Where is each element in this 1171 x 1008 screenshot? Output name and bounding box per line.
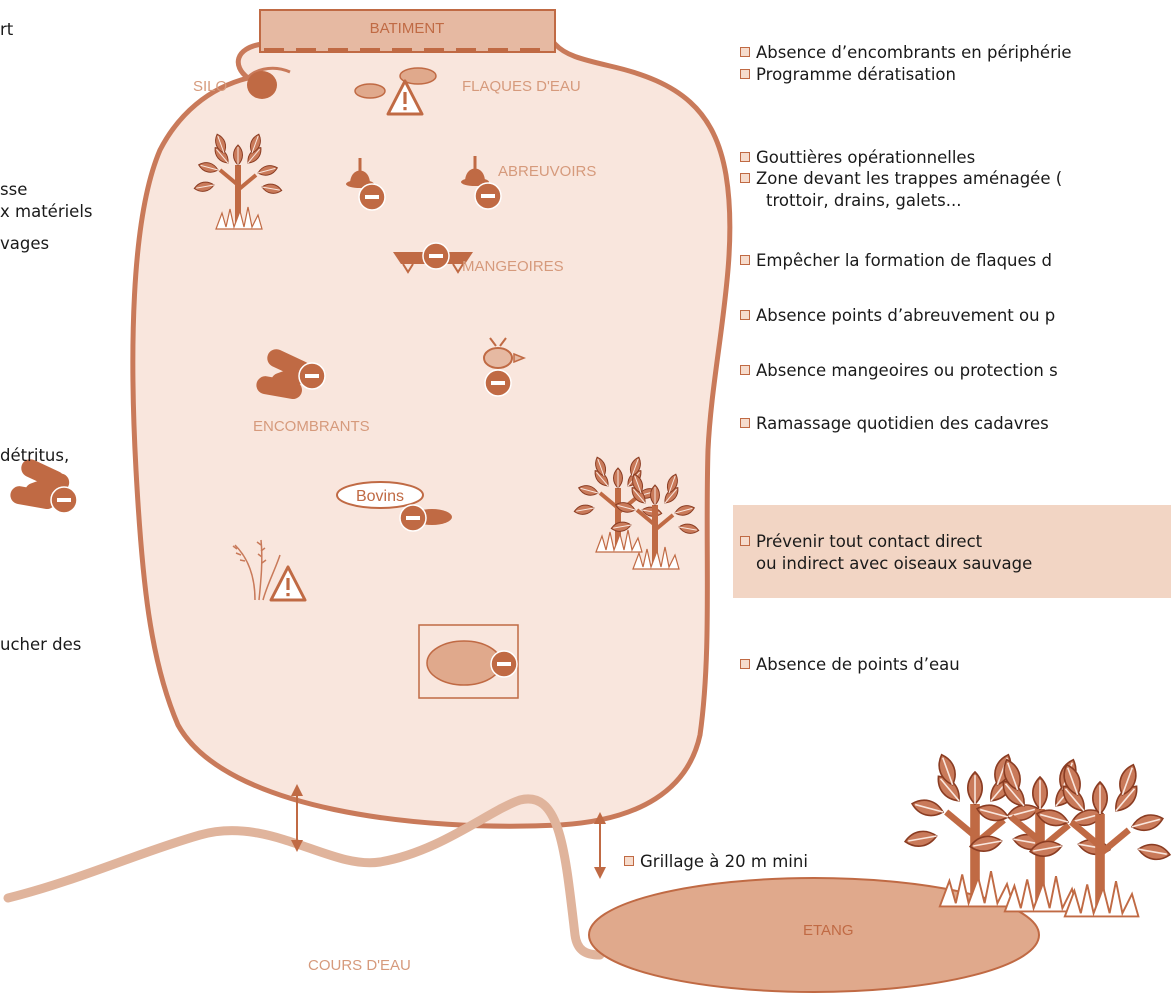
checklist-item: Gouttières opérationnelles: [740, 147, 975, 168]
checklist-item: Absence points d’abreuvement ou p: [740, 305, 1055, 326]
checklist-item: Ramassage quotidien des cadavres: [740, 413, 1049, 434]
insect-icon: [483, 337, 527, 369]
checklist-text: Absence points d’abreuvement ou p: [756, 306, 1056, 325]
checkbox-icon: [740, 365, 750, 375]
left-fragment: ucher des: [0, 635, 82, 654]
highlight-box: [733, 505, 1171, 598]
checkbox-icon: [740, 659, 750, 669]
clutter-label: ENCOMBRANTS: [253, 418, 370, 435]
checkbox-icon: [740, 310, 750, 320]
checkbox-icon: [740, 152, 750, 162]
building: [259, 9, 556, 53]
arrow-head-up: [291, 784, 303, 796]
left-fragment: vages: [0, 234, 50, 253]
building-label: BATIMENT: [370, 20, 445, 37]
left-fragment: sse: [0, 180, 28, 199]
stream-label: COURS D'EAU: [308, 957, 411, 974]
arrow-head-down-2: [594, 867, 606, 879]
arrow-head-up-2: [594, 812, 606, 824]
checkbox-icon: [624, 856, 634, 866]
feeders-label: MANGEOIRES: [462, 258, 564, 275]
forbidden-icon-3: [422, 242, 450, 270]
checklist-text: Absence d’encombrants en périphérie: [756, 43, 1072, 62]
water-point: [426, 640, 502, 686]
warning-icon-2: [269, 565, 307, 602]
checklist-continuation: ou indirect avec oiseaux sauvage: [756, 554, 1033, 573]
puddle-icon: [354, 83, 386, 99]
checklist-text: Programme dératisation: [756, 65, 956, 84]
puddle-icon-2: [399, 67, 437, 85]
forbidden-icon-8: [50, 486, 78, 514]
checkbox-icon: [740, 47, 750, 57]
forbidden-icon-7: [490, 650, 518, 678]
checklist-item: Programme dératisation: [740, 64, 956, 85]
checkbox-icon: [740, 255, 750, 265]
stream: [3, 794, 605, 960]
checklist-item: Grillage à 20 m mini: [624, 851, 808, 872]
checklist-text: Absence mangeoires ou protection s: [756, 361, 1058, 380]
wheat-icon: [232, 539, 281, 601]
clutter-icon-2: [10, 459, 70, 510]
cattle-badge: [336, 481, 424, 509]
forbidden-icon-6: [399, 504, 427, 532]
checklist-item: Absence de points d’eau: [740, 654, 960, 675]
troughs-label: ABREUVOIRS: [498, 163, 596, 180]
arrow-head-down: [291, 840, 303, 852]
checkbox-icon: [740, 173, 750, 183]
forbidden-icon-4: [298, 362, 326, 390]
checklist-text: Gouttières opérationnelles: [756, 148, 976, 167]
checkbox-icon: [740, 69, 750, 79]
checklist-item: Prévenir tout contact direct: [740, 531, 982, 552]
silo-icon: [247, 71, 277, 99]
left-fragment: x matériels: [0, 202, 93, 221]
forbidden-icon-2: [474, 182, 502, 210]
warning-icon: [386, 79, 424, 116]
pond-label: ETANG: [803, 922, 854, 939]
checklist-text: Grillage à 20 m mini: [640, 852, 808, 871]
checklist-text: Empêcher la formation de flaques d: [756, 251, 1052, 270]
forbidden-icon-5: [484, 369, 512, 397]
pond: [588, 877, 1040, 993]
checklist-item: Absence d’encombrants en périphérie: [740, 42, 1072, 63]
checklist-continuation: trottoir, drains, galets...: [766, 191, 962, 210]
forbidden-icon: [358, 183, 386, 211]
checklist-text: Zone devant les trappes aménagée (: [756, 169, 1063, 188]
checklist-item: Empêcher la formation de flaques d: [740, 250, 1052, 271]
left-fragment: rt: [0, 20, 14, 39]
checklist-item: Absence mangeoires ou protection s: [740, 360, 1058, 381]
checkbox-icon: [740, 418, 750, 428]
checklist-item: Zone devant les trappes aménagée (: [740, 168, 1062, 189]
checklist-text: Prévenir tout contact direct: [756, 532, 983, 551]
checklist-text: Ramassage quotidien des cadavres: [756, 414, 1049, 433]
left-fragment: détritus,: [0, 446, 70, 465]
silo-pipe: [244, 66, 291, 81]
checkbox-icon: [740, 536, 750, 546]
cattle-label: Bovins: [356, 488, 404, 505]
farm-enclosure: [130, 41, 733, 829]
checklist-text: Absence de points d’eau: [756, 655, 960, 674]
puddles-label: FLAQUES D'EAU: [462, 78, 581, 95]
silo-label: SILO: [193, 78, 227, 95]
